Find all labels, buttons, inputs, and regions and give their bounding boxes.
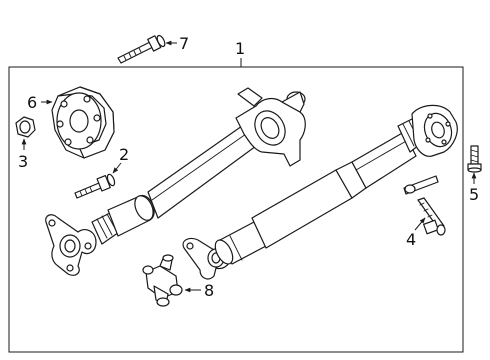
callout-1: 1: [235, 39, 245, 58]
callout-4: 4: [406, 230, 416, 249]
callout-5: 5: [469, 185, 479, 204]
part-8-universal-joint: [142, 254, 183, 307]
callout-2-leader: [112, 162, 122, 174]
part-5-flange-bolt: [467, 145, 482, 173]
callout-7: 7: [179, 34, 189, 53]
part-4-strap-bolt: [403, 175, 446, 236]
part-2-bolt: [74, 173, 116, 199]
front-driveshaft: [45, 87, 306, 276]
callout-4-leader: [414, 217, 426, 231]
rear-driveshaft: [182, 104, 458, 280]
callout-8: 8: [204, 281, 214, 300]
callout-2: 2: [119, 145, 129, 164]
part-3-nut: [15, 116, 36, 138]
callout-3: 3: [18, 152, 28, 171]
callout-6: 6: [27, 93, 37, 112]
part-6-flex-coupling: [51, 86, 115, 159]
assembly-frame: [8, 66, 464, 353]
part-7-bolt: [117, 34, 166, 64]
